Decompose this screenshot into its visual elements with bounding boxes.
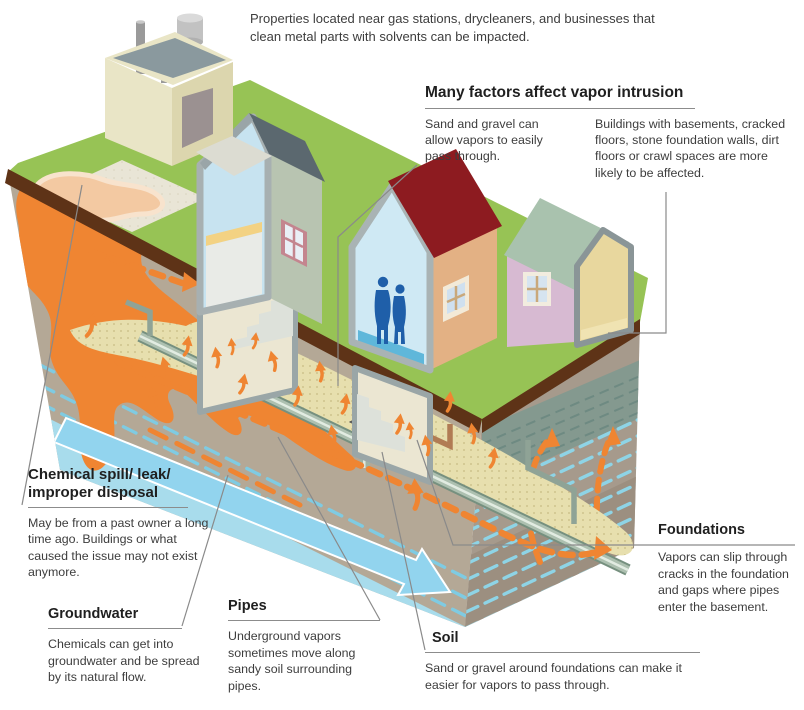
callout-foundations bbox=[416, 439, 795, 546]
house-2 bbox=[348, 149, 502, 374]
section-pipes: Pipes Underground vapors sometimes move … bbox=[228, 598, 386, 694]
pipes-text: Underground vapors sometimes move along … bbox=[228, 629, 356, 693]
basement-house2 bbox=[352, 365, 433, 485]
factory-door bbox=[182, 88, 213, 148]
house1-window bbox=[281, 219, 307, 267]
callout-buildings bbox=[608, 192, 667, 334]
house1-floor bbox=[206, 222, 262, 246]
section-many-factors: Many factors affect vapor intrusion Sand… bbox=[425, 84, 797, 181]
house-1 bbox=[196, 113, 325, 324]
groundwater-heading: Groundwater bbox=[48, 606, 182, 630]
section-soil: Soil Sand or gravel around foundations c… bbox=[425, 630, 700, 693]
foundations-text: Vapors can slip through cracks in the fo… bbox=[658, 550, 789, 614]
house2-floor bbox=[358, 330, 424, 366]
callout-groundwater bbox=[181, 474, 229, 627]
soil-text: Sand or gravel around foundations can ma… bbox=[425, 661, 682, 692]
chemical-spill-text: May be from a past owner a long time ago… bbox=[28, 516, 209, 580]
section-groundwater: Groundwater Chemicals can get into groun… bbox=[48, 606, 210, 686]
factory-roof bbox=[113, 38, 226, 78]
foundations-heading: Foundations bbox=[658, 522, 745, 538]
callout-sand-gravel bbox=[337, 164, 418, 386]
occupants bbox=[374, 276, 406, 344]
factory-building bbox=[105, 13, 272, 176]
callout-pipes bbox=[277, 436, 381, 621]
callout-chemical-spill bbox=[21, 184, 83, 506]
callout-soil bbox=[381, 451, 426, 651]
many-factors-buildings-text: Buildings with basements, cracked floors… bbox=[595, 116, 786, 180]
house2-roof bbox=[388, 149, 502, 258]
pipes-heading: Pipes bbox=[228, 598, 380, 622]
groundwater-flow-arrow bbox=[52, 416, 452, 597]
house3-window bbox=[523, 272, 551, 306]
many-factors-sand-gravel-text: Sand and gravel can allow vapors to easi… bbox=[425, 116, 543, 164]
many-factors-heading: Many factors affect vapor intrusion bbox=[425, 84, 695, 109]
groundwater-text: Chemicals can get into groundwater and b… bbox=[48, 637, 200, 685]
chemical-spill-heading: Chemical spill/ leak/ improper disposal bbox=[28, 466, 188, 508]
section-foundations: Foundations Vapors can slip through crac… bbox=[658, 522, 800, 615]
soil-heading: Soil bbox=[425, 630, 700, 654]
basement-stairs bbox=[357, 394, 405, 452]
house1-roof bbox=[249, 113, 325, 182]
section-chemical-spill: Chemical spill/ leak/ improper disposal … bbox=[28, 466, 218, 581]
house2-window bbox=[443, 275, 469, 322]
callout-lines bbox=[21, 164, 795, 651]
intro-note: Properties located near gas stations, dr… bbox=[250, 11, 655, 44]
